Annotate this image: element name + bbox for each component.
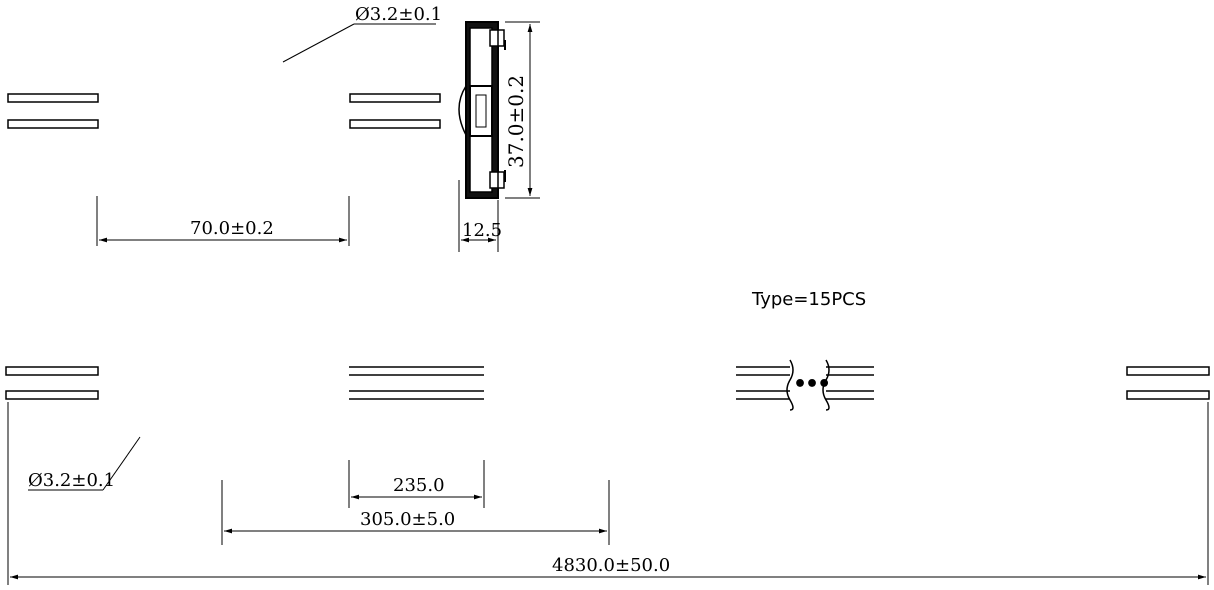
depth-dimension: [458, 180, 499, 252]
pitch-dimension-label: 305.0±5.0: [360, 509, 455, 530]
width-dimension-label: 70.0±0.2: [190, 218, 274, 239]
type-label: Type=15PCS: [751, 289, 866, 310]
width-dimension: [96, 196, 350, 246]
pitch-dimension: [221, 480, 610, 545]
wires-right-top: [349, 93, 441, 129]
total-length-dimension-label: 4830.0±50.0: [552, 555, 670, 576]
hole-dimension-top-label: Ø3.2±0.1: [355, 4, 442, 25]
height-dimension-label: 37.0±0.2: [504, 75, 528, 168]
chain-wires: [5, 359, 1210, 411]
gap-dimension: [348, 460, 485, 508]
depth-dimension-label: 12.5: [462, 220, 502, 241]
hole-dimension-bottom-label: Ø3.2±0.1: [28, 470, 115, 491]
hole-callout-top: [282, 23, 436, 63]
chain-ellipsis: •••: [793, 372, 829, 397]
wires-left-top: [7, 93, 99, 129]
total-length-dimension: [7, 402, 1209, 585]
hole-callout-bottom: [28, 436, 141, 491]
top-front-view: G O Q + − DC12V UL Tc=75°C GOQ-HP-160° C…: [7, 93, 441, 129]
gap-dimension-label: 235.0: [393, 475, 445, 496]
height-dimension: [505, 21, 540, 199]
side-view: [458, 21, 506, 199]
